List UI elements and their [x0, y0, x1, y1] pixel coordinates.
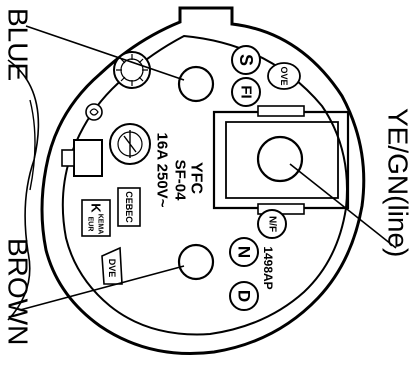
- socket-housing-outline: [40, 6, 366, 355]
- rotary-dial-lower-pointer: [123, 130, 137, 158]
- nf-mark: N/F: [267, 216, 278, 232]
- yegn-wire-label: YE/GN(line): [383, 108, 414, 257]
- s-mark-circle: [231, 45, 261, 75]
- blue-leader-line: [25, 25, 185, 81]
- wire-curve-left: [7, 59, 40, 321]
- s-mark: S: [236, 54, 256, 66]
- kema-badge-k: K: [89, 203, 104, 213]
- ove-mark: OVE: [279, 66, 289, 85]
- cebec-badge: CEBEC: [124, 191, 134, 223]
- square-component-side: [61, 149, 75, 167]
- n-mark: N: [235, 246, 254, 258]
- earth-pin-hole: [256, 135, 304, 183]
- part-number: 1498AP: [261, 246, 275, 289]
- rotary-dial-upper-spokes: [116, 54, 148, 86]
- small-round-emblem-mark: [89, 108, 99, 116]
- socket-inner-rim: [61, 34, 348, 336]
- square-component: [73, 139, 103, 177]
- earth-contact-tab-top: [257, 105, 305, 117]
- model-marking: SF-04: [172, 160, 189, 202]
- fi-mark: FI: [238, 85, 255, 98]
- kema-badge-eur: EUR: [87, 217, 94, 232]
- earth-contact-inner: [225, 121, 339, 199]
- blue-pin-hole: [177, 65, 215, 103]
- rating-marking: 16A 250V~: [154, 133, 171, 208]
- cebec-badge-frame: [117, 187, 141, 227]
- fi-mark-circle: [231, 77, 261, 107]
- d-mark: D: [235, 290, 254, 302]
- blue-wire-label: BLUE: [3, 8, 34, 81]
- yegn-leader-line: [289, 163, 397, 249]
- brown-pin-hole: [177, 243, 215, 281]
- nf-mark-circle: [257, 209, 287, 239]
- brand-marking: YFC: [188, 162, 205, 194]
- brown-leader-line: [19, 265, 185, 311]
- brown-wire-label: BROWN: [3, 238, 34, 345]
- wire-curve-left-inner: [29, 99, 36, 191]
- ove-mark-oval: [267, 62, 301, 90]
- n-mark-circle: [229, 237, 259, 267]
- dve-mark: DVE: [107, 259, 117, 278]
- d-mark-circle: [229, 281, 259, 311]
- dve-mark-outline: [101, 246, 123, 285]
- small-round-emblem: [85, 103, 103, 121]
- kema-badge-text: KEMA: [97, 214, 104, 235]
- kema-badge-frame: [81, 199, 111, 237]
